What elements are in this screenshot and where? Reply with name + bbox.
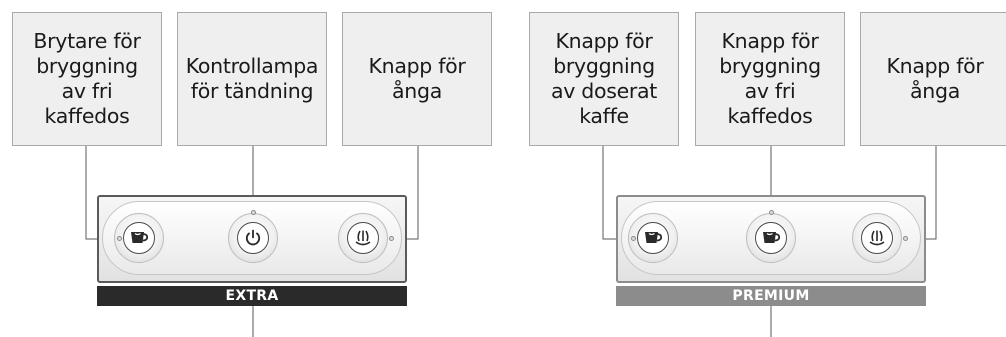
cup-icon bbox=[645, 232, 663, 243]
label-text: Knapp för bryggning av doserat kaffe bbox=[550, 29, 658, 128]
label-text: Knapp för ånga bbox=[886, 54, 984, 103]
indicator-dot bbox=[389, 236, 394, 241]
dosed-coffee-brew-button[interactable] bbox=[628, 213, 678, 263]
label-box: Kontrollampa för tändning bbox=[177, 12, 327, 146]
label-text: Kontrollampa för tändning bbox=[185, 54, 319, 103]
label-box: Knapp för ånga bbox=[342, 12, 492, 146]
indicator-dot bbox=[631, 236, 636, 241]
free-dose-brew-button[interactable] bbox=[746, 213, 796, 263]
label-text: Knapp för bryggning av fri kaffedos bbox=[719, 29, 821, 128]
model-label: EXTRA bbox=[225, 288, 279, 304]
indicator-dot bbox=[903, 236, 908, 241]
cup-icon bbox=[763, 232, 781, 243]
indicator-dot bbox=[250, 210, 256, 215]
label-box: Knapp för bryggning av doserat kaffe bbox=[529, 12, 679, 146]
free-dose-brew-button[interactable] bbox=[114, 213, 164, 263]
label-text: Knapp för ånga bbox=[368, 54, 466, 103]
steam-icon bbox=[355, 230, 371, 246]
steam-button[interactable] bbox=[852, 213, 902, 263]
cup-icon bbox=[131, 232, 149, 243]
steam-icon bbox=[869, 230, 885, 246]
label-box: Knapp för ånga bbox=[860, 12, 1006, 146]
model-label: PREMIUM bbox=[732, 288, 810, 304]
power-icon bbox=[245, 229, 261, 246]
steam-button[interactable] bbox=[338, 213, 388, 263]
model-band: PREMIUM bbox=[616, 286, 926, 306]
model-band: EXTRA bbox=[97, 286, 407, 306]
power-indicator-button[interactable] bbox=[228, 213, 278, 263]
label-text: Brytare för bryggning av fri kaffedos bbox=[33, 29, 141, 128]
indicator-dot bbox=[768, 210, 774, 215]
indicator-dot bbox=[117, 236, 122, 241]
label-box: Brytare för bryggning av fri kaffedos bbox=[12, 12, 162, 146]
label-box: Knapp för bryggning av fri kaffedos bbox=[695, 12, 845, 146]
